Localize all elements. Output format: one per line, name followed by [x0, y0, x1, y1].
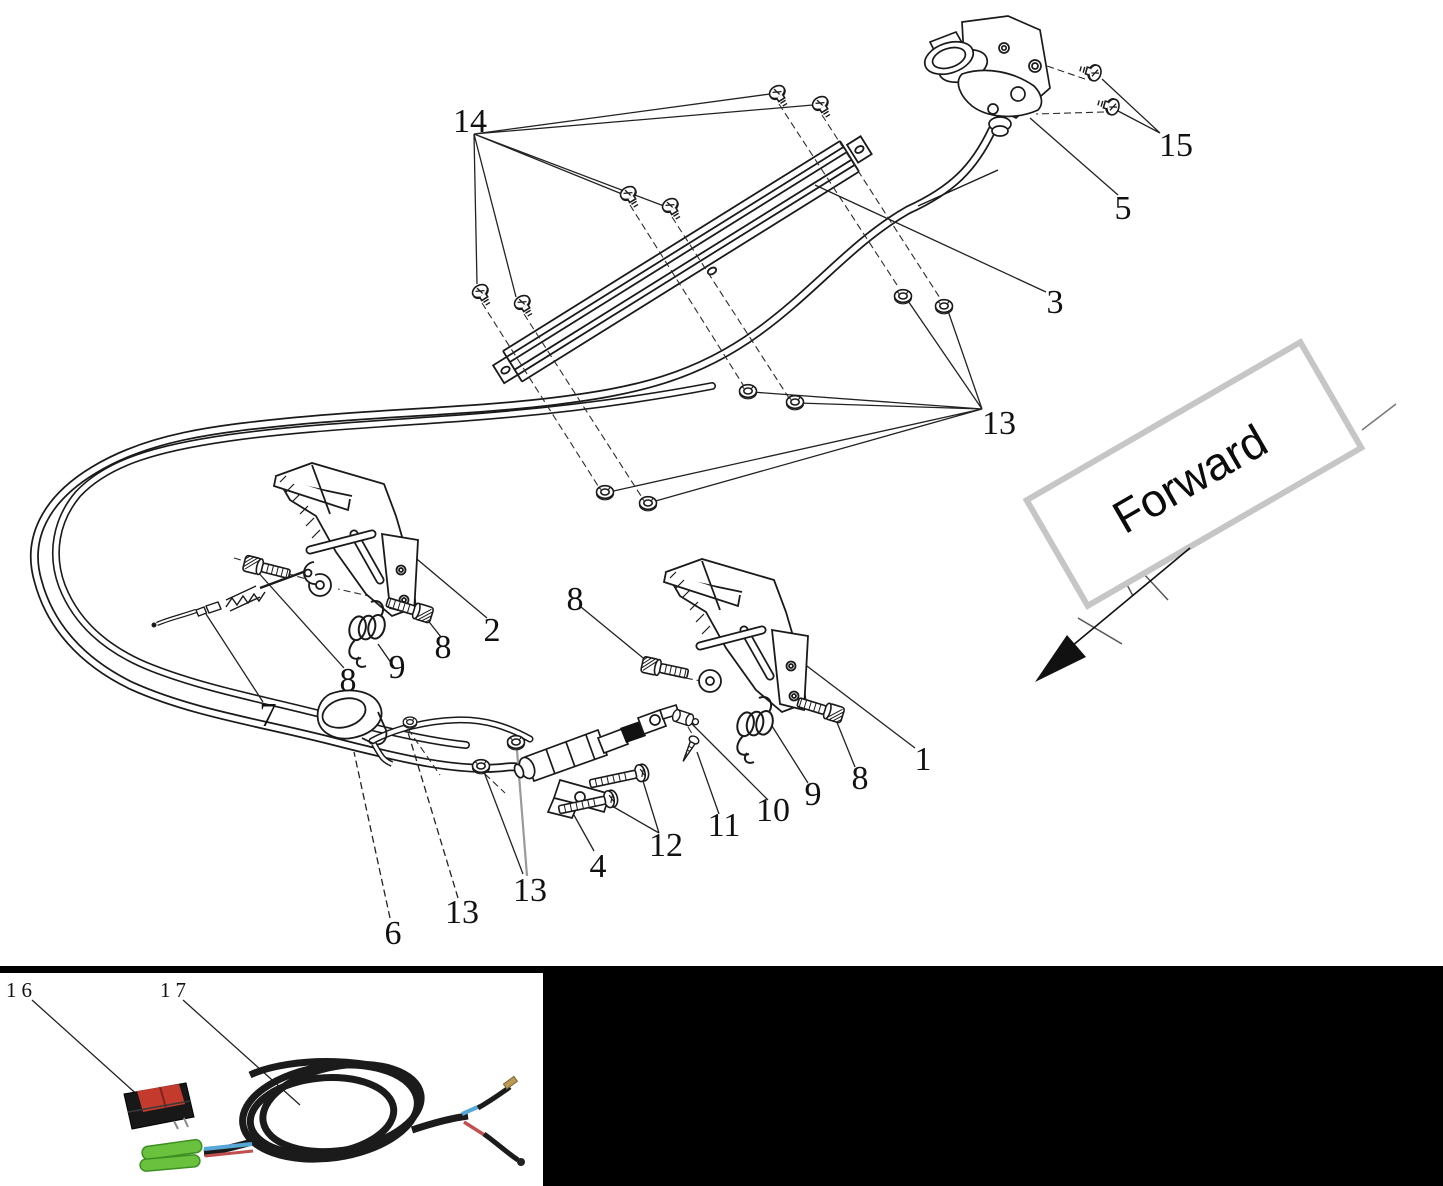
- cable-adjuster: [151, 561, 317, 628]
- callout-13: 13: [513, 872, 547, 909]
- callout-5: 5: [1115, 190, 1132, 227]
- valve-assembly: [513, 703, 681, 820]
- callout-7: 7: [260, 697, 277, 734]
- callout-leader-lines: [31, 78, 1161, 1109]
- nut-13-icon: [506, 734, 526, 751]
- callout-4: 4: [590, 848, 607, 885]
- callout-10: 10: [756, 792, 790, 829]
- callout-3: 3: [1047, 284, 1064, 321]
- callout-14: 14: [453, 103, 487, 140]
- callout-16: 16: [6, 978, 37, 1002]
- callout-15: 15: [1159, 127, 1193, 164]
- callout-12: 12: [649, 827, 683, 864]
- callout-13: 13: [982, 405, 1016, 442]
- callout-8: 8: [340, 662, 357, 699]
- callout-labels: 14 15 5 3 13 8 2 8 9 8 7 1 8 9 10 11 12 …: [6, 103, 1193, 1002]
- callout-1: 1: [915, 741, 932, 778]
- wiring-harness-photo: [139, 1058, 525, 1172]
- rocker-switch-photo: [123, 1082, 195, 1130]
- nut-13-icon: [471, 758, 491, 775]
- callout-8: 8: [567, 581, 584, 618]
- mounting-rail: [491, 135, 999, 385]
- horn-cap: [316, 689, 394, 767]
- bottom-black-area: [543, 966, 1443, 1186]
- callout-2: 2: [484, 612, 501, 649]
- callout-17: 17: [160, 978, 191, 1002]
- forward-arrow: [1035, 547, 1191, 682]
- callout-11: 11: [708, 807, 741, 844]
- callout-13: 13: [445, 894, 479, 931]
- assembly-axes: [233, 53, 1105, 794]
- nut-13-icon: [402, 716, 418, 729]
- callout-8: 8: [852, 760, 869, 797]
- callout-6: 6: [385, 915, 402, 952]
- master-cylinder: [923, 15, 1051, 137]
- callout-9: 9: [389, 649, 406, 686]
- callout-8: 8: [435, 629, 452, 666]
- brake-hose-loop: [30, 125, 997, 779]
- box-corner-tick: [1361, 403, 1397, 431]
- callout-9: 9: [805, 776, 822, 813]
